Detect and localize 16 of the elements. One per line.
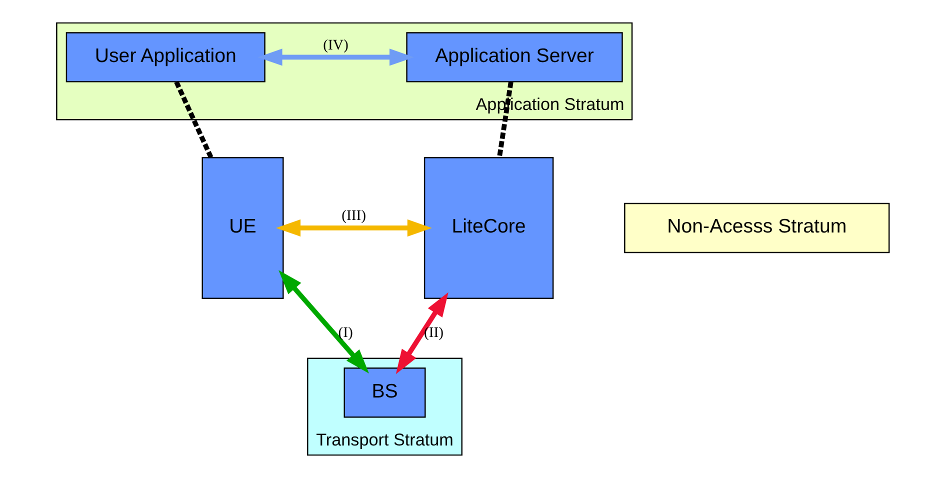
- edge-label: (III): [341, 208, 366, 224]
- node-box: Application Server: [406, 32, 622, 82]
- arrow: [395, 292, 448, 374]
- node-box: User Application: [65, 32, 265, 82]
- edge-label: (IV): [322, 37, 348, 54]
- arrow: [275, 219, 432, 237]
- node-box: UE: [201, 156, 284, 299]
- node-box: Non-Acesss Stratum: [624, 202, 890, 254]
- node-box: LiteCore: [423, 156, 554, 299]
- edge-label: (I): [338, 325, 352, 342]
- edge-label: (II): [423, 325, 443, 342]
- node-box: BS: [343, 368, 426, 418]
- arrow: [278, 270, 369, 374]
- arrow: [257, 48, 414, 66]
- connector: [496, 81, 513, 158]
- connector: [174, 80, 213, 158]
